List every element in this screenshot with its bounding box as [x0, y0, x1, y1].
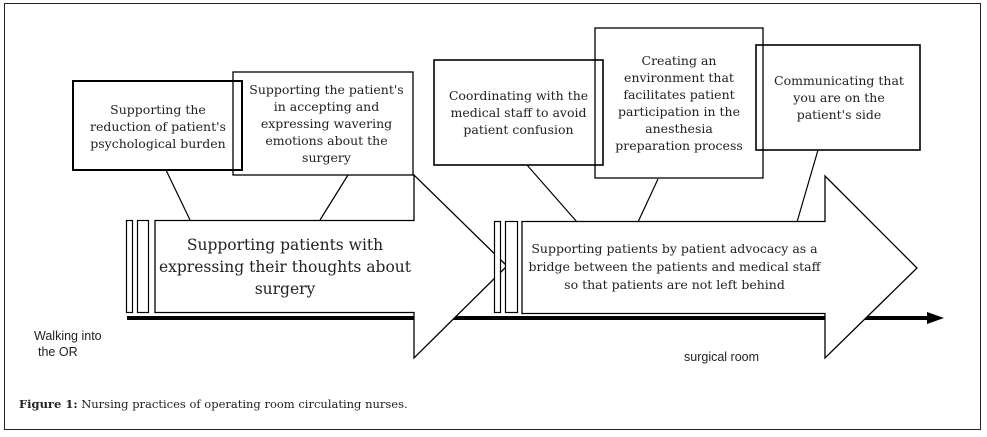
arrow-1-text: Supporting patients with expressing thei… [158, 236, 412, 298]
connector-1 [165, 169, 191, 221]
timeline-bar [127, 316, 927, 320]
figure-caption-label: Figure 1: [19, 397, 78, 411]
figure-caption: Figure 1: Nursing practices of operating… [19, 397, 408, 411]
box-4-text: Creating an environment that facilitates… [615, 53, 743, 153]
box-1-text: Supporting the reduction of patient's ps… [90, 101, 226, 151]
timeline-end-label: surgical room [684, 350, 760, 364]
connector-3 [526, 164, 578, 223]
connector-4 [637, 178, 659, 223]
arrow-2 [493, 174, 918, 360]
connector-2 [319, 174, 349, 221]
box-2-text: Supporting the patient's in accepting an… [249, 82, 404, 165]
box-3-text: Coordinating with the medical staff to a… [448, 88, 589, 137]
box-5-border [755, 44, 921, 151]
arrow-2-shape [521, 174, 918, 360]
arrow-1-stripe-1 [125, 219, 134, 314]
timeline-start-label-line-1: Walking into [34, 329, 102, 343]
arrow-1-shape [154, 173, 508, 360]
connector-5 [796, 149, 819, 223]
box-2-border [232, 71, 414, 176]
box-1-border [72, 80, 243, 171]
figure-frame [4, 3, 981, 430]
timeline [127, 312, 944, 324]
box-3-border [433, 59, 604, 166]
figure-caption-text: Nursing practices of operating room circ… [77, 397, 408, 411]
arrow-1-stripe-2 [136, 219, 150, 314]
arrow-2-stripe-2 [504, 220, 519, 314]
timeline-start-label-line-2: the OR [38, 345, 78, 359]
arrow-2-text: Supporting patients by patient advocacy … [528, 241, 821, 292]
timeline-arrowhead-icon [927, 312, 944, 324]
arrow-1 [125, 173, 508, 360]
box-4-border [594, 27, 764, 179]
box-5-text: Communicating that you are on the patien… [774, 73, 904, 122]
timeline-start-label: Walking into the OR [34, 328, 124, 360]
arrow-2-stripe-1 [493, 220, 502, 314]
